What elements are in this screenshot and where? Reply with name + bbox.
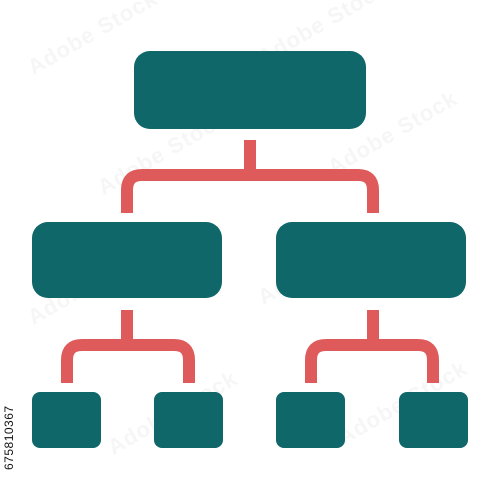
- root-box: [134, 51, 366, 129]
- connector-right-bracket: [305, 339, 439, 383]
- stock-id-strip: 675810367: [0, 0, 16, 500]
- connector-left-bracket: [61, 339, 195, 383]
- hierarchy-boxes: [32, 51, 468, 448]
- leaf-box-2: [154, 392, 223, 448]
- mid-left-box: [32, 222, 222, 298]
- connector-lines: [61, 140, 439, 383]
- connector-top-bracket: [121, 169, 379, 213]
- mid-right-box: [276, 222, 466, 298]
- stock-id-text: 675810367: [2, 405, 16, 470]
- leaf-box-3: [276, 392, 345, 448]
- leaf-box-1: [32, 392, 101, 448]
- leaf-box-4: [399, 392, 468, 448]
